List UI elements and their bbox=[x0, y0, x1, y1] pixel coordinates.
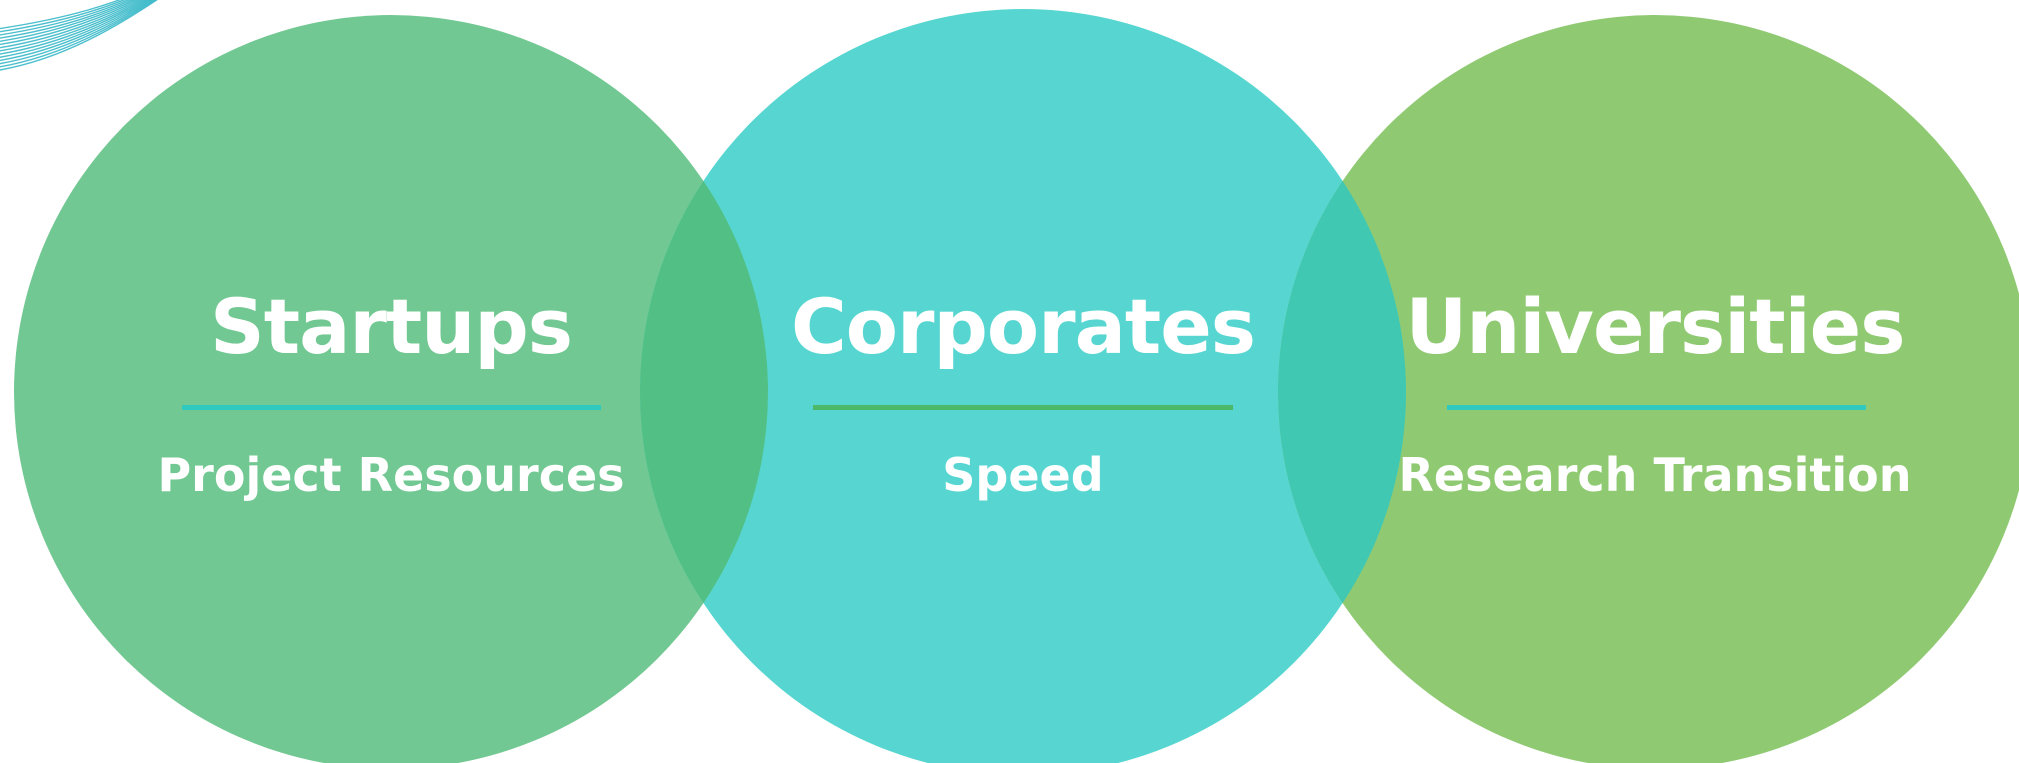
swirl-line bbox=[0, 0, 137, 42]
universities-divider bbox=[1447, 405, 1866, 410]
universities-title: Universities bbox=[1405, 282, 1906, 371]
startups-title: Startups bbox=[210, 282, 573, 371]
corporates-divider bbox=[813, 405, 1233, 410]
swirl-line bbox=[0, 0, 157, 68]
startups-divider bbox=[182, 405, 601, 410]
universities-subtitle: Research Transition bbox=[1398, 448, 1912, 502]
swirl-line bbox=[0, 0, 126, 33]
swirl-line bbox=[0, 0, 158, 71]
startups-circle bbox=[14, 15, 768, 763]
corporates-title: Corporates bbox=[791, 282, 1256, 371]
swirl-line bbox=[0, 0, 150, 58]
swirl-line bbox=[0, 0, 153, 62]
universities-circle bbox=[1278, 15, 2019, 763]
swirl-line bbox=[0, 0, 155, 65]
swirl-line bbox=[0, 0, 148, 55]
corporates-subtitle: Speed bbox=[942, 448, 1104, 502]
swirl-line bbox=[0, 0, 130, 36]
swirl-line bbox=[0, 0, 134, 39]
swirl-line bbox=[0, 0, 140, 46]
startups-subtitle-text: Project Resources bbox=[157, 448, 625, 502]
swirl-lines-icon bbox=[0, 0, 158, 71]
swirl-line bbox=[0, 0, 143, 49]
swirl-line bbox=[0, 0, 146, 52]
swirl-line bbox=[0, 0, 122, 30]
corporates-circle bbox=[640, 9, 1406, 763]
